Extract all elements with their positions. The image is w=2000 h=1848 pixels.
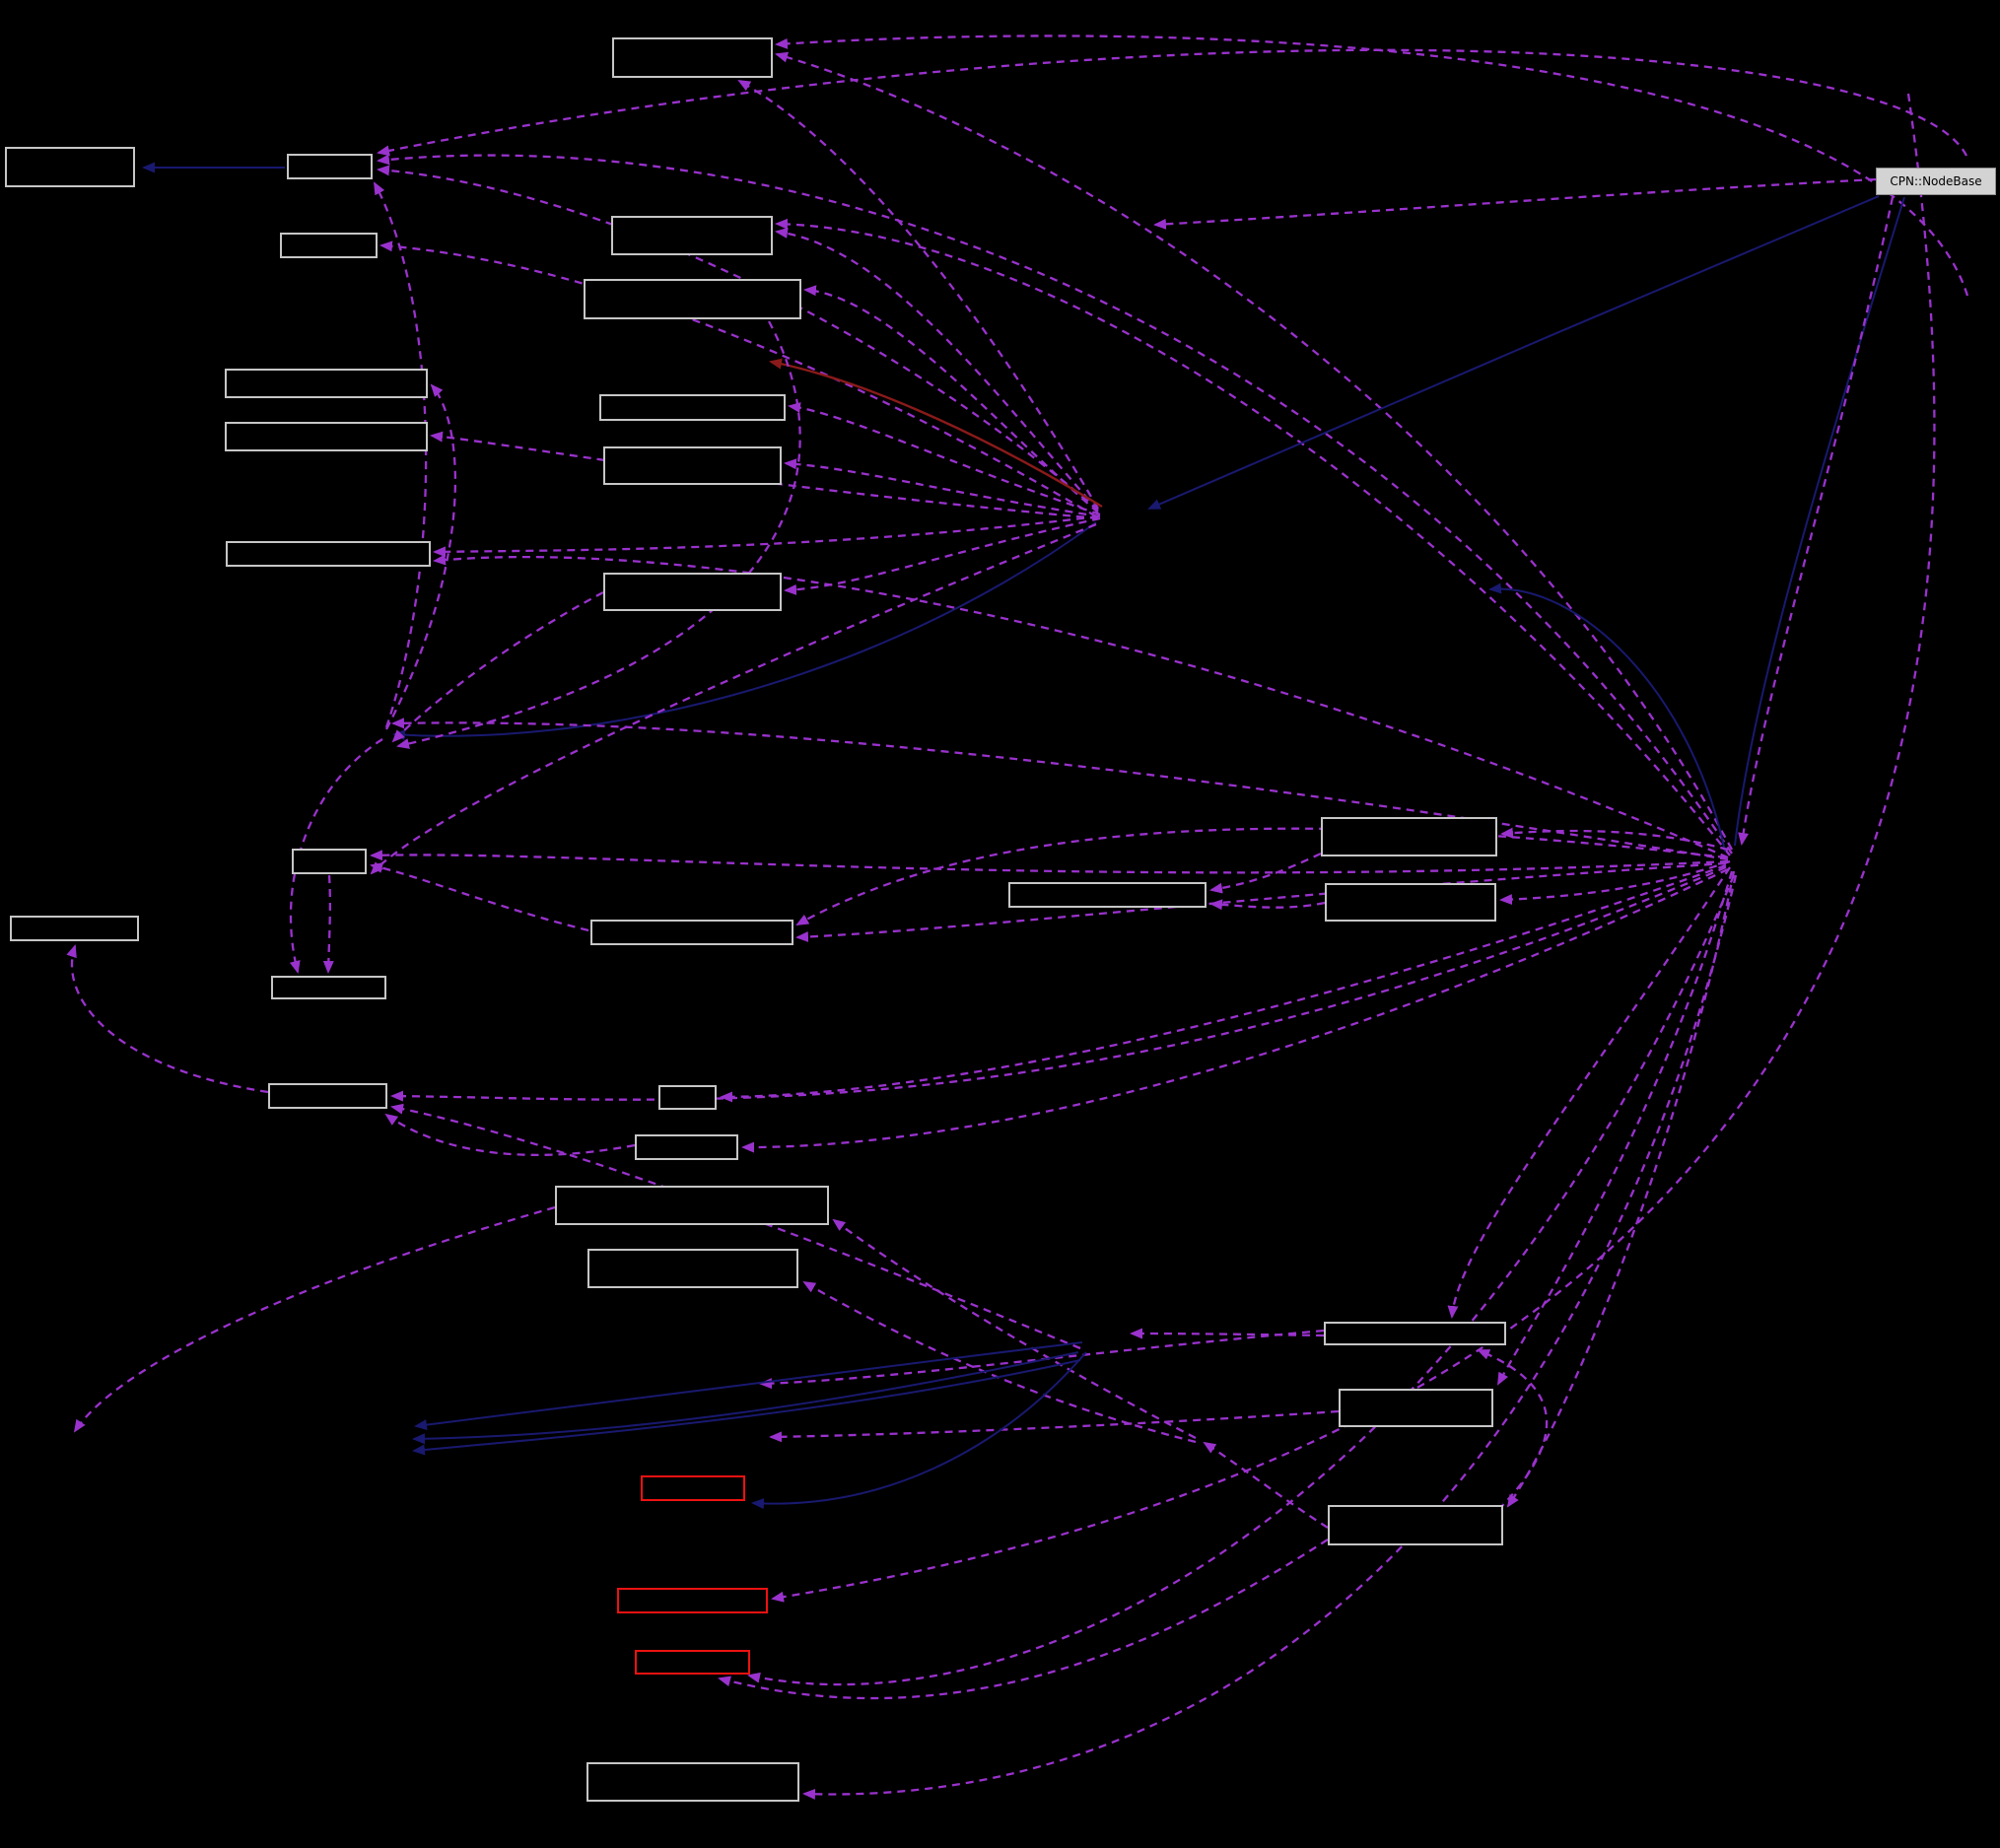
graph-edge-private-18: [769, 358, 1103, 509]
graph-node-n23[interactable]: [635, 1134, 738, 1160]
graph-edge-usage-35: [1500, 827, 1729, 852]
graph-node-n12[interactable]: [603, 573, 782, 611]
graph-edge-usage-58: [771, 93, 1936, 1603]
graph-node-n24[interactable]: [555, 1186, 829, 1225]
graph-edge-usage-9: [803, 285, 1099, 513]
graph-edge-usage-5: [775, 34, 1969, 297]
graph-edge-inheritance-22: [392, 521, 1097, 741]
edge-group: [66, 34, 1969, 1800]
graph-node-n19[interactable]: [1325, 883, 1496, 922]
graph-node-n7[interactable]: [225, 369, 428, 398]
graph-edge-usage-44: [832, 1218, 1197, 1440]
graph-edge-usage-10: [379, 240, 1097, 517]
graph-node-n26[interactable]: [1324, 1322, 1506, 1345]
graph-edge-inheritance-19: [1147, 195, 1880, 510]
graph-node-n17[interactable]: [1008, 882, 1207, 908]
graph-edge-usage-1: [377, 165, 1099, 512]
graph-edge-usage-32: [795, 861, 1727, 942]
graph-edge-usage-12: [784, 458, 1101, 518]
graph-edge-usage-46: [1447, 866, 1731, 1319]
graph-edge-usage-8: [775, 218, 1731, 856]
graph-edge-usage-25: [391, 590, 604, 743]
graph-edge-usage-48: [1496, 870, 1734, 1386]
graph-node-n2[interactable]: [5, 147, 135, 187]
graph-edge-inheritance-55: [412, 1351, 1079, 1445]
graph-edge-usage-52: [1130, 1328, 1325, 1339]
graph-node-n16[interactable]: [590, 920, 793, 945]
graph-edge-usage-7: [775, 228, 1099, 512]
graph-edge-usage-60: [718, 1539, 1329, 1700]
graph-edge-usage-50: [759, 1329, 1325, 1390]
graph-edge-usage-13: [784, 516, 1101, 595]
graph-node-n25[interactable]: [587, 1249, 798, 1288]
graph-edge-usage-28: [370, 850, 1729, 874]
graph-edge-usage-31: [795, 827, 1727, 926]
graph-edge-usage-38: [289, 738, 383, 974]
graph-edge-usage-61: [802, 874, 1738, 1800]
graph-edge-usage-16: [384, 383, 456, 730]
graph-edge-usage-45: [802, 1280, 1197, 1444]
graph-edge-usage-64: [1153, 177, 1877, 230]
graph-node-n6[interactable]: [584, 279, 801, 319]
graph-node-n28[interactable]: [641, 1475, 745, 1501]
graph-node-n9[interactable]: [599, 394, 786, 421]
graph-edge-inheritance-54: [414, 1341, 1083, 1431]
graph-edge-usage-41: [384, 1113, 636, 1157]
graph-node-n20[interactable]: [271, 976, 386, 999]
graph-edge-usage-53: [1203, 1441, 1329, 1529]
graph-node-n27[interactable]: [1339, 1389, 1493, 1427]
graph-edge-usage-49: [1506, 870, 1736, 1508]
graph-node-n10[interactable]: [603, 446, 782, 485]
graph-node-n14[interactable]: [292, 849, 367, 874]
graph-edge-usage-59: [747, 874, 1736, 1686]
graph-edge-inheritance-57: [751, 1351, 1087, 1510]
graph-edge-usage-33: [1209, 852, 1322, 894]
graph-node-n18[interactable]: [1321, 817, 1497, 856]
graph-edge-usage-26: [396, 320, 801, 749]
graph-edge-usage-47: [1477, 1348, 1549, 1511]
graph-edge-usage-42: [720, 863, 1727, 1103]
graph-node-n1[interactable]: [612, 37, 773, 78]
graph-edge-usage-36: [1499, 859, 1731, 906]
graph-node-n15[interactable]: [10, 916, 139, 941]
graph-node-n21[interactable]: [268, 1083, 387, 1109]
graph-node-n8[interactable]: [225, 422, 428, 451]
graph-edge-usage-17: [430, 431, 1099, 520]
graph-node-n31[interactable]: [635, 1650, 750, 1675]
graph-edge-usage-62: [73, 1205, 556, 1433]
graph-node-n3[interactable]: [287, 154, 373, 179]
graph-node-cpn-nodebase[interactable]: CPN::NodeBase: [1876, 168, 1996, 195]
graph-edge-usage-0: [377, 154, 1733, 855]
graph-node-n29[interactable]: [1328, 1505, 1503, 1545]
graph-edge-usage-11: [788, 402, 1101, 516]
graph-node-n5[interactable]: [611, 216, 773, 255]
graph-edge-usage-24: [391, 718, 1729, 861]
graph-edge-usage-2: [377, 48, 1968, 157]
graph-node-n11[interactable]: [226, 541, 431, 567]
graph-edge-usage-27: [370, 862, 589, 932]
graph-edge-usage-3: [373, 181, 428, 728]
graph-edge-usage-4: [775, 51, 1734, 851]
graph-edge-inheritance-56: [412, 1359, 1081, 1456]
graph-node-n22[interactable]: [658, 1085, 717, 1110]
graph-edge-usage-15: [433, 554, 1729, 859]
graph-edge-usage-63: [1738, 196, 1895, 846]
graph-edge-usage-37: [322, 874, 334, 974]
graph-node-n32[interactable]: [586, 1762, 799, 1802]
graph-edge-usage-14: [433, 514, 1099, 558]
graph-edge-inheritance-21: [1488, 582, 1726, 853]
graph-node-n4[interactable]: [280, 233, 378, 258]
graph-edge-inheritance-20: [1734, 196, 1905, 847]
graph-edge-usage-6: [737, 79, 1099, 510]
graph-node-n30[interactable]: [617, 1588, 768, 1613]
graph-edge-usage-51: [769, 1409, 1340, 1443]
graph-edge-usage-34: [1209, 899, 1326, 911]
graph-edge-usage-43: [741, 867, 1729, 1153]
graph-edge-usage-30: [66, 944, 269, 1094]
